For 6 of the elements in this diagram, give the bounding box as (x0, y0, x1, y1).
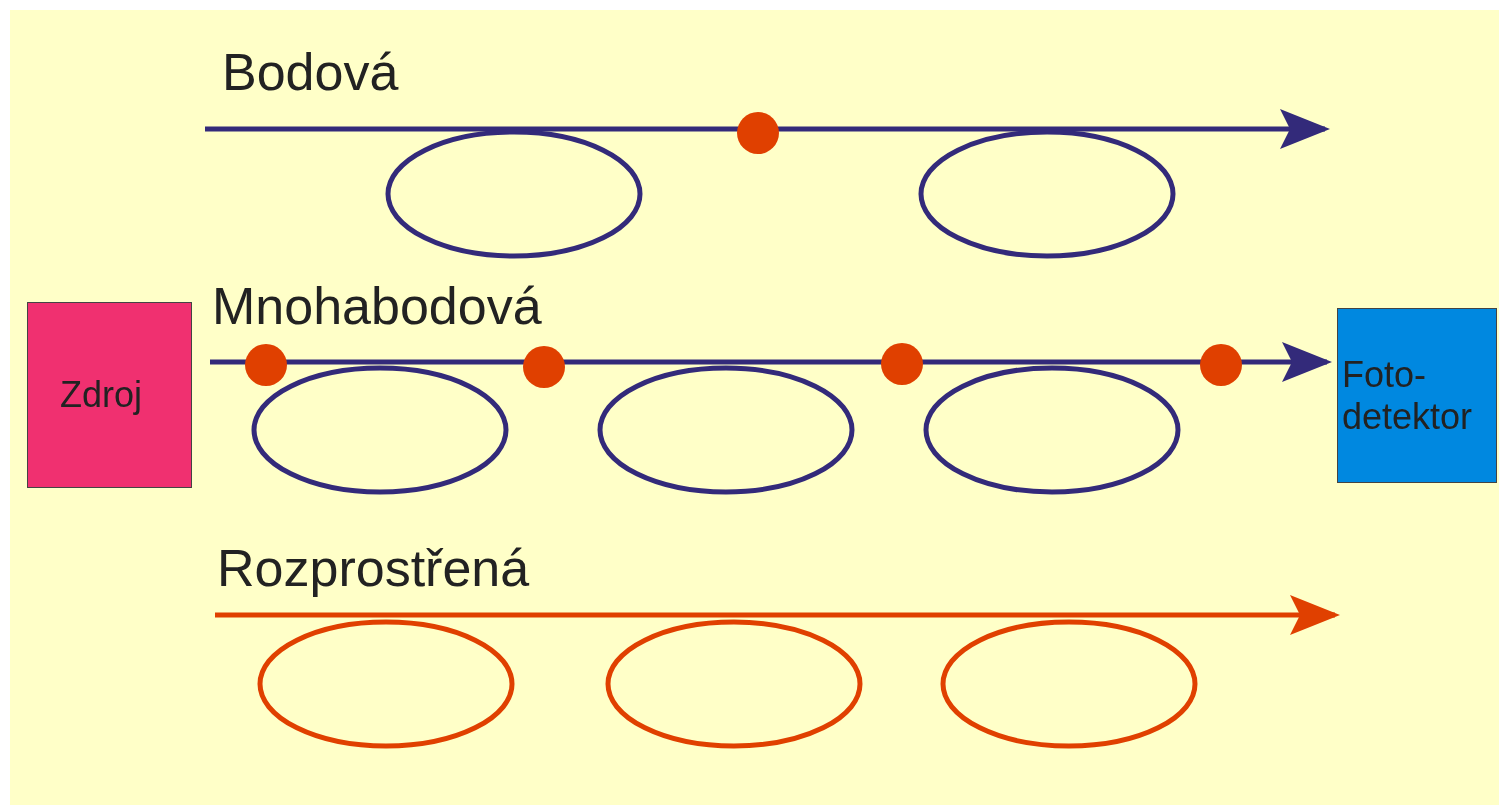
photodetector-box (1337, 308, 1497, 483)
source-box (27, 302, 192, 488)
sensor-type-title: Mnohabodová (212, 280, 542, 332)
node-label: Zdroj (60, 374, 143, 416)
sensor-type-title: Bodová (222, 46, 399, 98)
node-label: Foto- detektor (1342, 354, 1474, 437)
